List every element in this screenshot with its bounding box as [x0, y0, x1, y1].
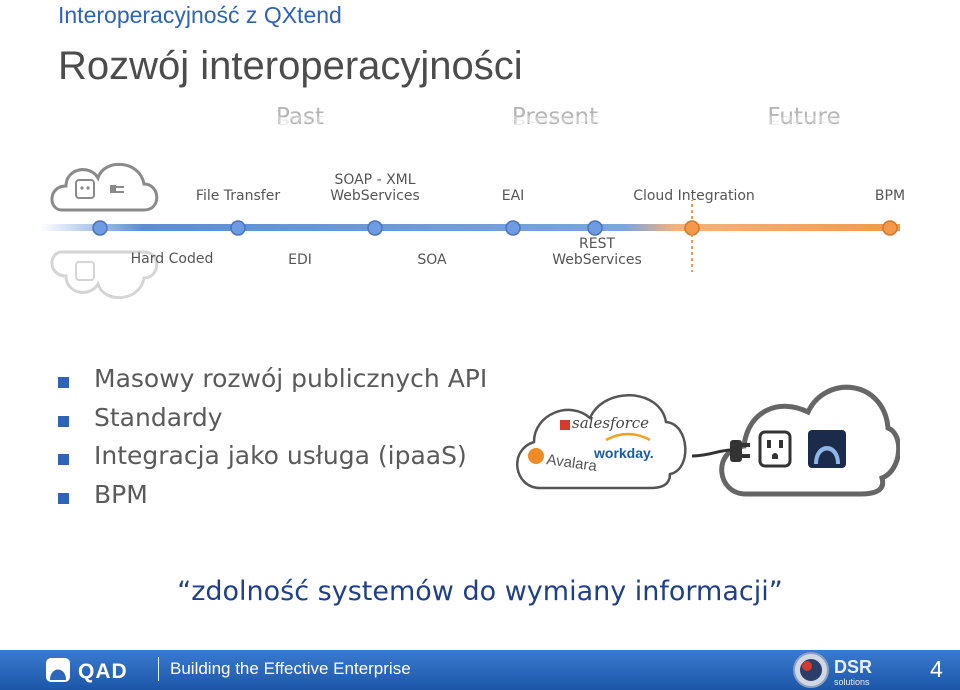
cloud-plug-icon: [50, 163, 159, 299]
bullet-text: Masowy rozwój publicznych API: [94, 364, 488, 393]
timeline-dot: [92, 220, 108, 236]
quote: “zdolność systemów do wymiany informacji…: [177, 576, 783, 607]
dsr-logo-subtext: solutions: [834, 677, 870, 687]
timeline-label-bpm: BPM: [874, 188, 906, 204]
footer-tagline: Building the Effective Enterprise: [170, 659, 411, 678]
partner-cloud: [516, 394, 687, 490]
bullet-list: Masowy rozwój publicznych API Standardy …: [58, 360, 487, 514]
timeline-dot-future: [882, 220, 898, 236]
bullet-item: BPM: [58, 476, 487, 515]
supertitle: Interoperacyjność z QXtend: [58, 2, 342, 28]
bullet-text: Integracja jako usługa (ipaaS): [94, 441, 467, 470]
era-future: Future: [767, 104, 841, 130]
timeline-dot: [367, 220, 383, 236]
salesforce-text: salesforce: [572, 414, 649, 432]
timeline: [40, 200, 900, 272]
timeline-label-rest-webservices: WebServices: [552, 252, 642, 268]
bullet-square-icon: [58, 377, 69, 388]
timeline-dot: [230, 220, 246, 236]
bullet-text: BPM: [94, 479, 148, 509]
footer-divider: [158, 657, 159, 681]
timeline-label-cloud-integration: Cloud Integration: [633, 188, 755, 204]
plug-icon: [691, 440, 750, 462]
timeline-label-webservices: WebServices: [330, 188, 420, 204]
qad-logo-text: QAD: [78, 660, 128, 683]
bullet-item: Masowy rozwój publicznych API: [58, 360, 487, 399]
timeline-label-rest: REST: [578, 236, 616, 252]
cloud-integration-illustration: salesforce workday. Avalara: [516, 384, 900, 497]
timeline-label-eai: EAI: [501, 188, 525, 204]
timeline-label-edi: EDI: [288, 252, 312, 268]
timeline-label-file-transfer: File Transfer: [195, 188, 281, 204]
dsr-logo: DSR solutions: [793, 652, 872, 688]
bullet-square-icon: [58, 415, 69, 427]
avalara-text: Avalara: [545, 451, 598, 475]
era-past-reflection: Past: [276, 112, 324, 127]
era-present-reflection: Present: [511, 112, 599, 127]
era-future-reflection: Future: [767, 112, 841, 127]
page-number: 4: [930, 656, 943, 682]
qad-logo: QAD: [46, 658, 128, 683]
workday-arc-icon: [605, 432, 651, 442]
bullet-item: Standardy: [58, 399, 487, 438]
bullet-square-icon: [58, 454, 69, 465]
timeline-dot: [505, 220, 521, 236]
era-present: Present: [511, 104, 599, 130]
page-title: Rozwój interoperacyjności: [58, 44, 523, 88]
timeline-label-hard-coded: Hard Coded: [130, 251, 214, 267]
timeline-label-soa: SOA: [417, 252, 447, 268]
dsr-logo-text: DSR: [834, 657, 872, 677]
workday-text: workday.: [593, 445, 654, 461]
bullet-text: Standardy: [94, 402, 223, 432]
era-past: Past: [276, 104, 324, 130]
timeline-dot: [587, 220, 603, 236]
timeline-label-soap: SOAP - XML: [334, 172, 416, 188]
avalara-icon: [528, 448, 544, 464]
bullet-item: Integracja jako usługa (ipaaS): [58, 437, 487, 476]
outlet-icon: [758, 430, 792, 468]
bullet-square-icon: [58, 492, 69, 504]
salesforce-logo: salesforce: [560, 414, 649, 432]
qad-logo-icon: [808, 430, 846, 468]
